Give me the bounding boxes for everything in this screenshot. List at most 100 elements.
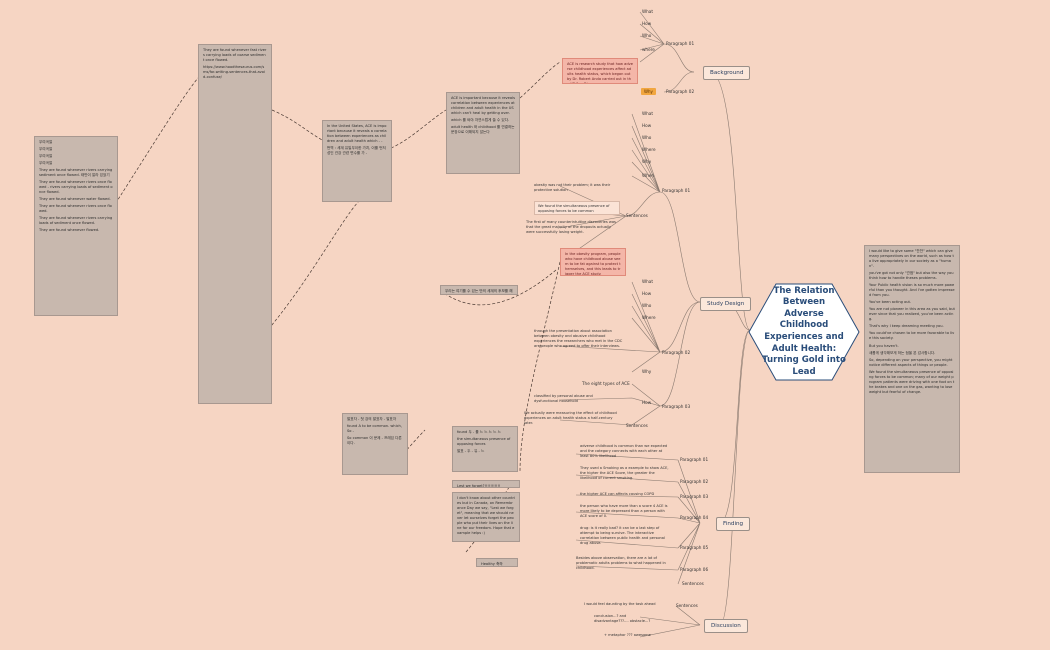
note-line: I would like to give some "잔잔" which can… [869,249,954,269]
sd-label-where[interactable]: Where [642,147,656,152]
finding-sentences-label[interactable]: Sentences [682,581,704,586]
note-line: They are found whenever rivers carrying … [39,216,113,226]
note-small-bottom[interactable]: Healthy 축하 [476,558,518,567]
sd2-label-why[interactable]: Why [642,369,652,374]
note-line: They are found whenever rivers once flow… [39,204,112,214]
central-topic-title: The Relation Between Adverse Childhood E… [762,285,846,377]
note-line: 우여곡절 [39,161,53,166]
note-line: You could've chosen to be more favorable… [869,331,955,341]
finding-sentence-3[interactable]: the higher ACE can affects causing COPD [580,492,655,496]
bg-label-what[interactable]: What [642,9,654,14]
note-lest-title[interactable]: Lest we forget?!!!!!!!!!!! [452,480,520,488]
note-line: ACE is important because it reveals corr… [451,96,515,116]
note-line: They are found whenever fast rivers carr… [203,48,267,63]
note-line: That's why I keep dreaming meeting you. [869,324,944,329]
note-right[interactable]: I would like to give some "잔잔" which can… [864,245,960,473]
note-line: 번역 : 세계 유일무이한 가치, 이를 먼저 성인 건강 관련 변수를 가 - [327,146,386,156]
bg-paragraph-01-text[interactable]: ACE is research study that how adverse c… [562,58,638,84]
note-line: 발표 - 두 - 유 - 느 [457,449,485,454]
note-lest-text[interactable]: I don't know about other countries but i… [452,492,520,542]
note-mid[interactable]: In the United States, ACE is important b… [322,120,392,202]
note-line: 우여곡절 [39,154,53,159]
finding-sentence-2[interactable]: They used a Smoking as a example to show… [580,466,669,480]
sd2-label-what[interactable]: What [642,279,654,284]
branch-discussion[interactable]: Discussion [704,619,748,633]
note-lower-mid[interactable]: found 두 - 를 느 느 느 느 느 the simultaneous p… [452,426,518,472]
sd-sentence-obesity-program[interactable]: In the obesity program, people who have … [560,248,626,276]
finding-sentence-5[interactable]: drug: is it really bad? it can be a last… [580,526,666,545]
finding-sentence-6[interactable]: Besides above observation, there are a l… [576,556,666,570]
note-line: They are found whenever rivers carrying … [39,168,113,178]
note-small-center[interactable]: 우리는 여기를 수 있는 만의 세계의 후보를 해냈었다. [440,285,518,295]
note-line: found 두 - 를 느 느 느 느 느 [457,430,501,434]
note-line: 우여곡절 [39,147,53,152]
discussion-sentences-label[interactable]: Sentences [676,603,698,608]
note-line: 발표자 - 첫 강의 발표자 - 발표자 [347,417,397,421]
sd2-label-where[interactable]: Where [642,315,656,320]
finding-paragraph-03[interactable]: Paragraph 03 [680,494,709,499]
sd-sentence-simultaneous[interactable]: We found the simultaneous presence of op… [534,201,620,215]
sd3-classified[interactable]: classified by personal abuse and dysfunc… [534,394,593,403]
note-line: the simultaneous presence of opposing fo… [457,437,511,447]
note-line: https://www.hoodthesaurus.com/sms/for-wr… [203,65,266,80]
note-line: They are found whenever rivers once flow… [39,180,113,195]
note-line: They are found whenever flowed. [39,228,100,233]
note-line: We found the simultaneous presence of op… [869,369,955,394]
sd3-measuring[interactable]: We actually were measuring the effect of… [524,411,617,425]
note-center-top[interactable]: ACE is important because it reveals corr… [446,92,520,174]
sd-label-when[interactable]: When [642,173,655,178]
sd-paragraph-03[interactable]: Paragraph 03 [662,404,691,409]
note-line: Your Public health vision is so much mor… [869,283,955,298]
sd-sentences-label[interactable]: Sentences [626,213,648,218]
finding-paragraph-06[interactable]: Paragraph 06 [680,567,709,572]
bg-why-tag[interactable]: Why [641,88,656,95]
discussion-sentence-1[interactable]: I would feel daunting by the task ahead [584,602,656,606]
sd-label-why[interactable]: Why [642,159,652,164]
bg-label-who[interactable]: Who [642,33,652,38]
sd2-label-how[interactable]: How [642,291,652,296]
branch-study-design[interactable]: Study Design [700,297,752,311]
sd-label-who[interactable]: Who [642,135,652,140]
sd-paragraph-01[interactable]: Paragraph 01 [662,188,691,193]
sd-sentence-obesity[interactable]: obesity was not their problem; it was th… [534,183,611,192]
sd-paragraph-02-text[interactable]: through the presentation about associati… [534,329,623,348]
finding-sentence-4[interactable]: the person who have more than a score 4 … [580,504,668,518]
note-line: So common 이 문제 - 프레임 다른이다. [347,436,402,446]
note-line: You are not pioneer in this area as you … [869,307,955,322]
note-far-left[interactable]: 우여곡절 우여곡절 우여곡절 우여곡절 They are found whene… [34,136,118,316]
central-topic[interactable]: The Relation Between Adverse Childhood E… [748,282,860,382]
note-line: 새롭게 생각해보게 하는 점을 본 감사합니다. [869,350,936,355]
finding-paragraph-05[interactable]: Paragraph 05 [680,545,709,550]
branch-finding[interactable]: Finding [716,517,751,531]
sd3-label-how[interactable]: How [642,400,652,405]
finding-paragraph-02[interactable]: Paragraph 02 [680,479,709,484]
note-lower-left[interactable]: 발표자 - 첫 강의 발표자 - 발표자 found A to be commo… [342,413,408,475]
note-line: 우여곡절 [39,140,53,144]
note-line: But you haven't. [869,343,899,348]
bg-label-where[interactable]: where [642,47,655,52]
bg-label-how[interactable]: How [642,21,652,26]
sd3-sentences-label[interactable]: Sentences [626,423,648,428]
sd3-eight-types[interactable]: The eight types of ACE [582,381,630,386]
sd-label-what[interactable]: What [642,111,654,116]
discussion-sentence-3[interactable]: + metaphor ??? awesome [604,633,651,637]
sd-sentence-first-many[interactable]: The first of many counterintuitive disco… [526,220,616,234]
note-line: In the United States, ACE is important b… [327,124,387,144]
note-line: adult health 와 childhood 를 연결하는 문장으로 이해되… [451,125,515,135]
branch-background[interactable]: Background [703,66,751,80]
note-line: you've got not only "관점" but also the wa… [869,271,954,281]
bg-paragraph-01[interactable]: Paragraph 01 [666,41,695,46]
finding-paragraph-04[interactable]: Paragraph 04 [680,515,709,520]
bg-paragraph-02[interactable]: Paragraph 02 [666,89,695,94]
note-line: You've been acting out. [869,300,912,305]
note-line: They are found whenever water flowed. [39,197,111,202]
finding-paragraph-01[interactable]: Paragraph 01 [680,457,709,462]
sd-label-how[interactable]: How [642,123,652,128]
note-left-mid[interactable]: They are found whenever fast rivers carr… [198,44,272,404]
sd-paragraph-02[interactable]: Paragraph 02 [662,350,691,355]
note-line: which 를 써야 자연스럽게 쓸 수 있다. [451,118,510,123]
discussion-sentence-2[interactable]: conclusion...? and disadvantage???.... o… [594,614,651,623]
sd2-label-who[interactable]: Who [642,303,652,308]
finding-sentence-1[interactable]: adverse childhood is common than we expe… [580,444,668,458]
